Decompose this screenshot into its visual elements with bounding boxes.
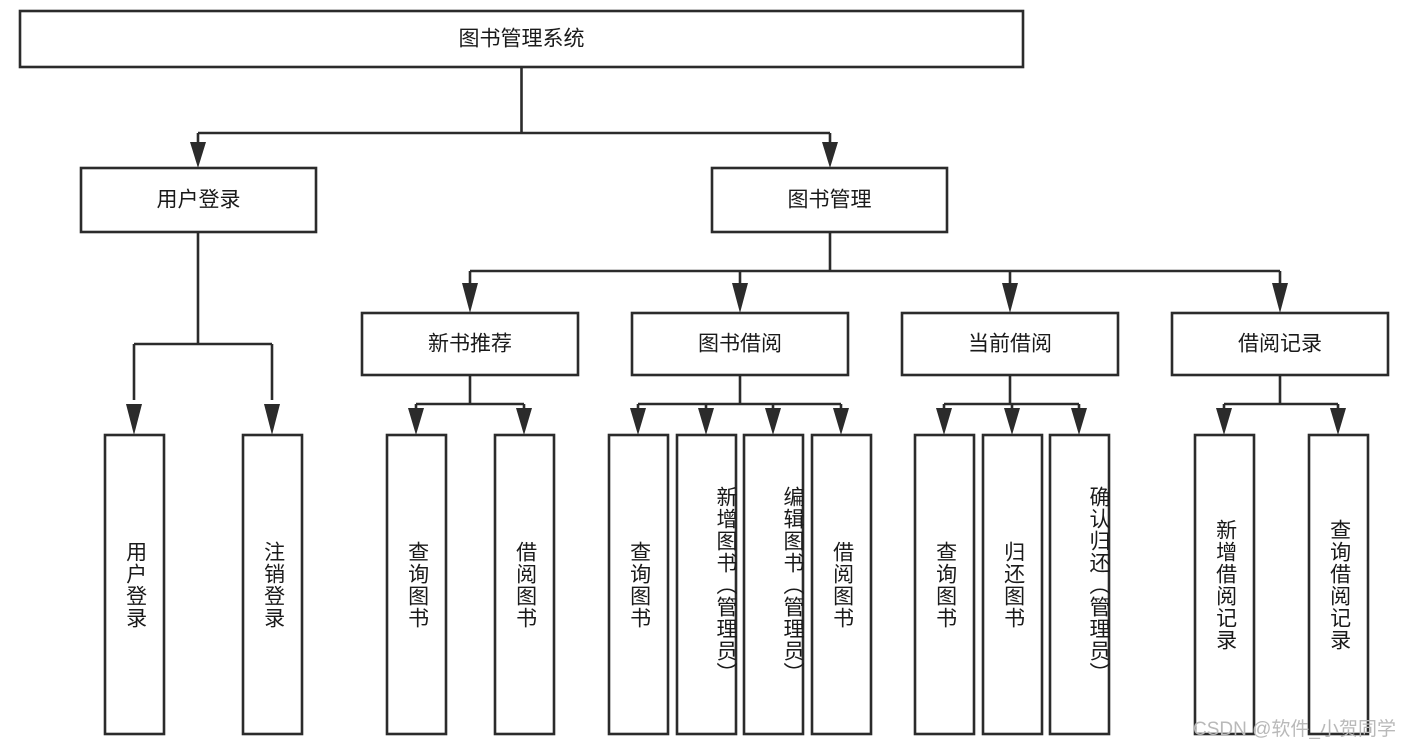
node-user-login[interactable]: 用户登录: [79, 166, 318, 234]
node-user-login-label: 用户登录: [157, 189, 241, 212]
node-current-borrow-rect[interactable]: [900, 311, 1120, 377]
node-new-book-recommend-rect[interactable]: [360, 311, 580, 377]
node-root-label: 图书管理系统: [459, 28, 585, 51]
arrow-head-book-management: [822, 142, 838, 168]
arrow-head-borrow-record: [1272, 283, 1288, 313]
arrow-head-user-login: [190, 142, 206, 168]
node-borrow-record-rect[interactable]: [1170, 311, 1390, 377]
node-borrow-record[interactable]: 借阅记录: [1170, 311, 1390, 377]
arrow-head-leaf-return-book: [1004, 408, 1020, 435]
node-leaf-query-record-rect[interactable]: [1307, 433, 1370, 736]
arrow-head-current-borrow: [1002, 283, 1018, 313]
arrow-head-leaf-borrow-book-1: [516, 408, 532, 435]
node-leaf-confirm-return-rect[interactable]: [1048, 433, 1111, 736]
node-root-rect[interactable]: [18, 9, 1025, 69]
node-leaf-query-book-3-rect[interactable]: [913, 433, 976, 736]
arrow-head-leaf-query-record: [1330, 408, 1346, 435]
arrow-head-leaf-logout-login: [264, 404, 280, 435]
node-leaf-add-record-rect[interactable]: [1193, 433, 1256, 736]
node-new-book-recommend-label: 新书推荐: [428, 333, 512, 356]
node-new-book-recommend[interactable]: 新书推荐: [360, 311, 580, 377]
arrow-head-leaf-query-book-3: [936, 408, 952, 435]
node-current-borrow[interactable]: 当前借阅: [900, 311, 1120, 377]
node-book-borrow-label: 图书借阅: [698, 333, 782, 356]
arrow-head-leaf-add-record: [1216, 408, 1232, 435]
arrow-head-leaf-add-book: [698, 408, 714, 435]
node-leaf-logout-login-rect[interactable]: [241, 433, 304, 736]
node-book-borrow-rect[interactable]: [630, 311, 850, 377]
arrow-head-leaf-query-book-1: [408, 408, 424, 435]
connectors: [126, 67, 1346, 435]
node-book-management[interactable]: 图书管理: [710, 166, 949, 234]
arrow-head-leaf-borrow-book-2: [833, 408, 849, 435]
node-book-borrow[interactable]: 图书借阅: [630, 311, 850, 377]
node-leaf-add-book-rect[interactable]: [675, 433, 738, 736]
node-leaf-query-book-1-rect[interactable]: [385, 433, 448, 736]
node-leaf-query-book-2-rect[interactable]: [607, 433, 670, 736]
node-root[interactable]: 图书管理系统: [18, 9, 1025, 69]
node-user-login-rect[interactable]: [79, 166, 318, 234]
arrow-head-new-book: [462, 283, 478, 313]
arrow-head-leaf-confirm-return: [1071, 408, 1087, 435]
node-leaf-borrow-book-2-rect[interactable]: [810, 433, 873, 736]
node-current-borrow-label: 当前借阅: [968, 333, 1052, 356]
node-borrow-record-label: 借阅记录: [1238, 333, 1322, 356]
node-leaf-edit-book-rect[interactable]: [742, 433, 805, 736]
arrow-head-leaf-query-book-2: [630, 408, 646, 435]
watermark-text: CSDN @软件_小贺同学: [1193, 719, 1396, 740]
node-book-management-rect[interactable]: [710, 166, 949, 234]
arrow-head-leaf-user-login: [126, 404, 142, 435]
node-leaf-user-login-rect[interactable]: [103, 433, 166, 736]
arrow-head-leaf-edit-book: [765, 408, 781, 435]
node-leaf-borrow-book-1-rect[interactable]: [493, 433, 556, 736]
node-book-management-label: 图书管理: [788, 189, 872, 212]
arrow-head-book-borrow: [732, 283, 748, 313]
node-leaf-return-book-rect[interactable]: [981, 433, 1044, 736]
